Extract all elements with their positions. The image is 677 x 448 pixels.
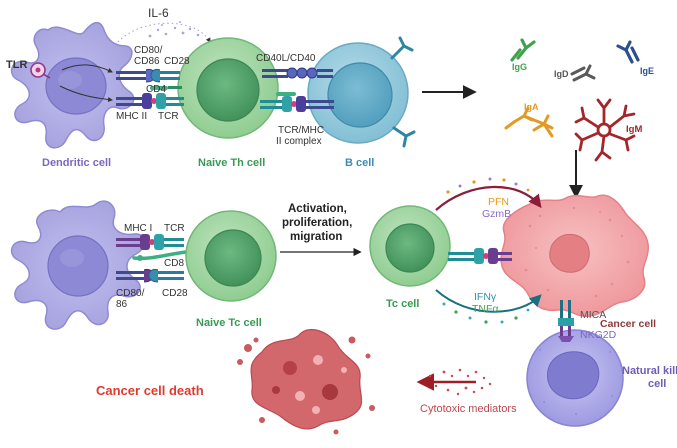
tc-cell — [369, 205, 451, 287]
nk-cell-label-line2: cell — [648, 378, 666, 390]
nkg2d-label: NKG2D — [580, 329, 617, 341]
ifng-label: IFNγ — [474, 291, 497, 303]
tlr-receptor — [30, 62, 51, 79]
ige-label: IgE — [640, 66, 654, 76]
tcr-mhc2-complex — [260, 92, 334, 112]
ifng-tnfa-arrow — [435, 289, 542, 313]
mica-nkg2d-pair — [558, 300, 574, 342]
il6-label: IL-6 — [148, 6, 169, 20]
cytotoxic-mediators-label: Cytotoxic mediators — [420, 403, 517, 415]
mhc1-label: MHC I — [124, 223, 152, 234]
cd80-86-cd28-pair — [116, 268, 184, 283]
tc-cancer-tcr-mhc1 — [448, 248, 512, 264]
pfn-gzmb-particles — [446, 177, 530, 194]
pfn-gzmb-arrow — [435, 185, 542, 211]
ifng-tnfa-particles — [442, 302, 530, 324]
mhc2-label: MHC II — [116, 111, 147, 122]
cd80-cd28-pair — [116, 68, 180, 83]
iga-label: IgA — [524, 102, 539, 112]
mhc1-tcr-cd8-complex — [116, 234, 188, 261]
igg-label: IgG — [512, 62, 527, 72]
ige-antibody — [616, 40, 640, 64]
igm-label: IgM — [626, 124, 642, 135]
cd28-label-top: CD28 — [164, 56, 190, 67]
activation-label-line3: migration — [290, 231, 342, 243]
cytotoxic-particles — [428, 368, 492, 396]
tcr-label-bottom: TCR — [164, 223, 185, 234]
cancer-cell-speckles — [524, 206, 630, 298]
nk-cell-label-line1: Natural killer — [622, 365, 677, 377]
dying-cancer-cell — [250, 329, 363, 430]
igd-antibody — [570, 64, 596, 82]
igg-antibody — [510, 38, 536, 62]
cd80-cd86-label-bottom: CD86 — [134, 56, 160, 67]
igd-label: IgD — [554, 69, 569, 79]
naive-th-cell-label: Naive Th cell — [198, 157, 265, 169]
tc-cell-label: Tc cell — [386, 298, 419, 310]
cd8-label: CD8 — [164, 258, 184, 269]
nk-cell-speckles — [539, 349, 613, 415]
b-cell-label: B cell — [345, 157, 374, 169]
dendritic-cell-bottom — [10, 200, 145, 330]
cd4-label: CD4 — [146, 84, 166, 95]
il6-particles — [148, 21, 200, 38]
naive-tc-cell — [185, 210, 277, 302]
il6-secretion-arrow — [117, 22, 211, 43]
naive-tc-cell-label: Naive Tc cell — [196, 317, 262, 329]
mica-label: MICA — [580, 309, 606, 321]
cd80-86-label-top: CD80/ — [116, 288, 145, 299]
cd80-cd86-label-top: CD80/ — [134, 45, 163, 56]
dc-to-cd80-arrow — [61, 64, 113, 73]
tcr-mhc-label-line1: TCR/MHC — [278, 125, 324, 136]
tnfa-label: TNFα — [472, 303, 498, 315]
igm-antibody — [574, 98, 636, 162]
gzmb-label: GzmB — [482, 208, 511, 220]
activation-label-line1: Activation, — [288, 203, 347, 215]
dendritic-cell-top — [10, 21, 135, 149]
cd28-label-bottom: CD28 — [162, 288, 188, 299]
mhc2-tcr-cd4-complex — [116, 86, 184, 109]
cd80-86-label-bottom: 86 — [116, 299, 128, 310]
cd40l-cd40-pair — [262, 67, 333, 79]
pfn-label: PFN — [488, 196, 509, 208]
naive-th-cell — [177, 37, 279, 139]
cancer-cell — [500, 194, 649, 317]
b-cell — [307, 42, 409, 144]
tlr-label: TLR — [6, 59, 27, 71]
cancer-cell-label: Cancer cell — [600, 318, 656, 330]
dc-to-mhc2-arrow — [59, 85, 113, 102]
b-cell-surface-antibodies — [390, 36, 416, 148]
dendritic-cell-label: Dendritic cell — [42, 157, 111, 169]
tcr-mhc-label-line2: II complex — [276, 136, 322, 147]
activation-label-line2: proliferation, — [282, 217, 352, 229]
cd40l-cd40-label: CD40L/CD40 — [256, 53, 316, 64]
cancer-cell-death-label: Cancer cell death — [96, 383, 204, 398]
natural-killer-cell — [526, 329, 624, 427]
tcr-label-top: TCR — [158, 111, 179, 122]
apoptotic-fragments — [237, 336, 375, 435]
iga-antibody — [504, 106, 554, 138]
